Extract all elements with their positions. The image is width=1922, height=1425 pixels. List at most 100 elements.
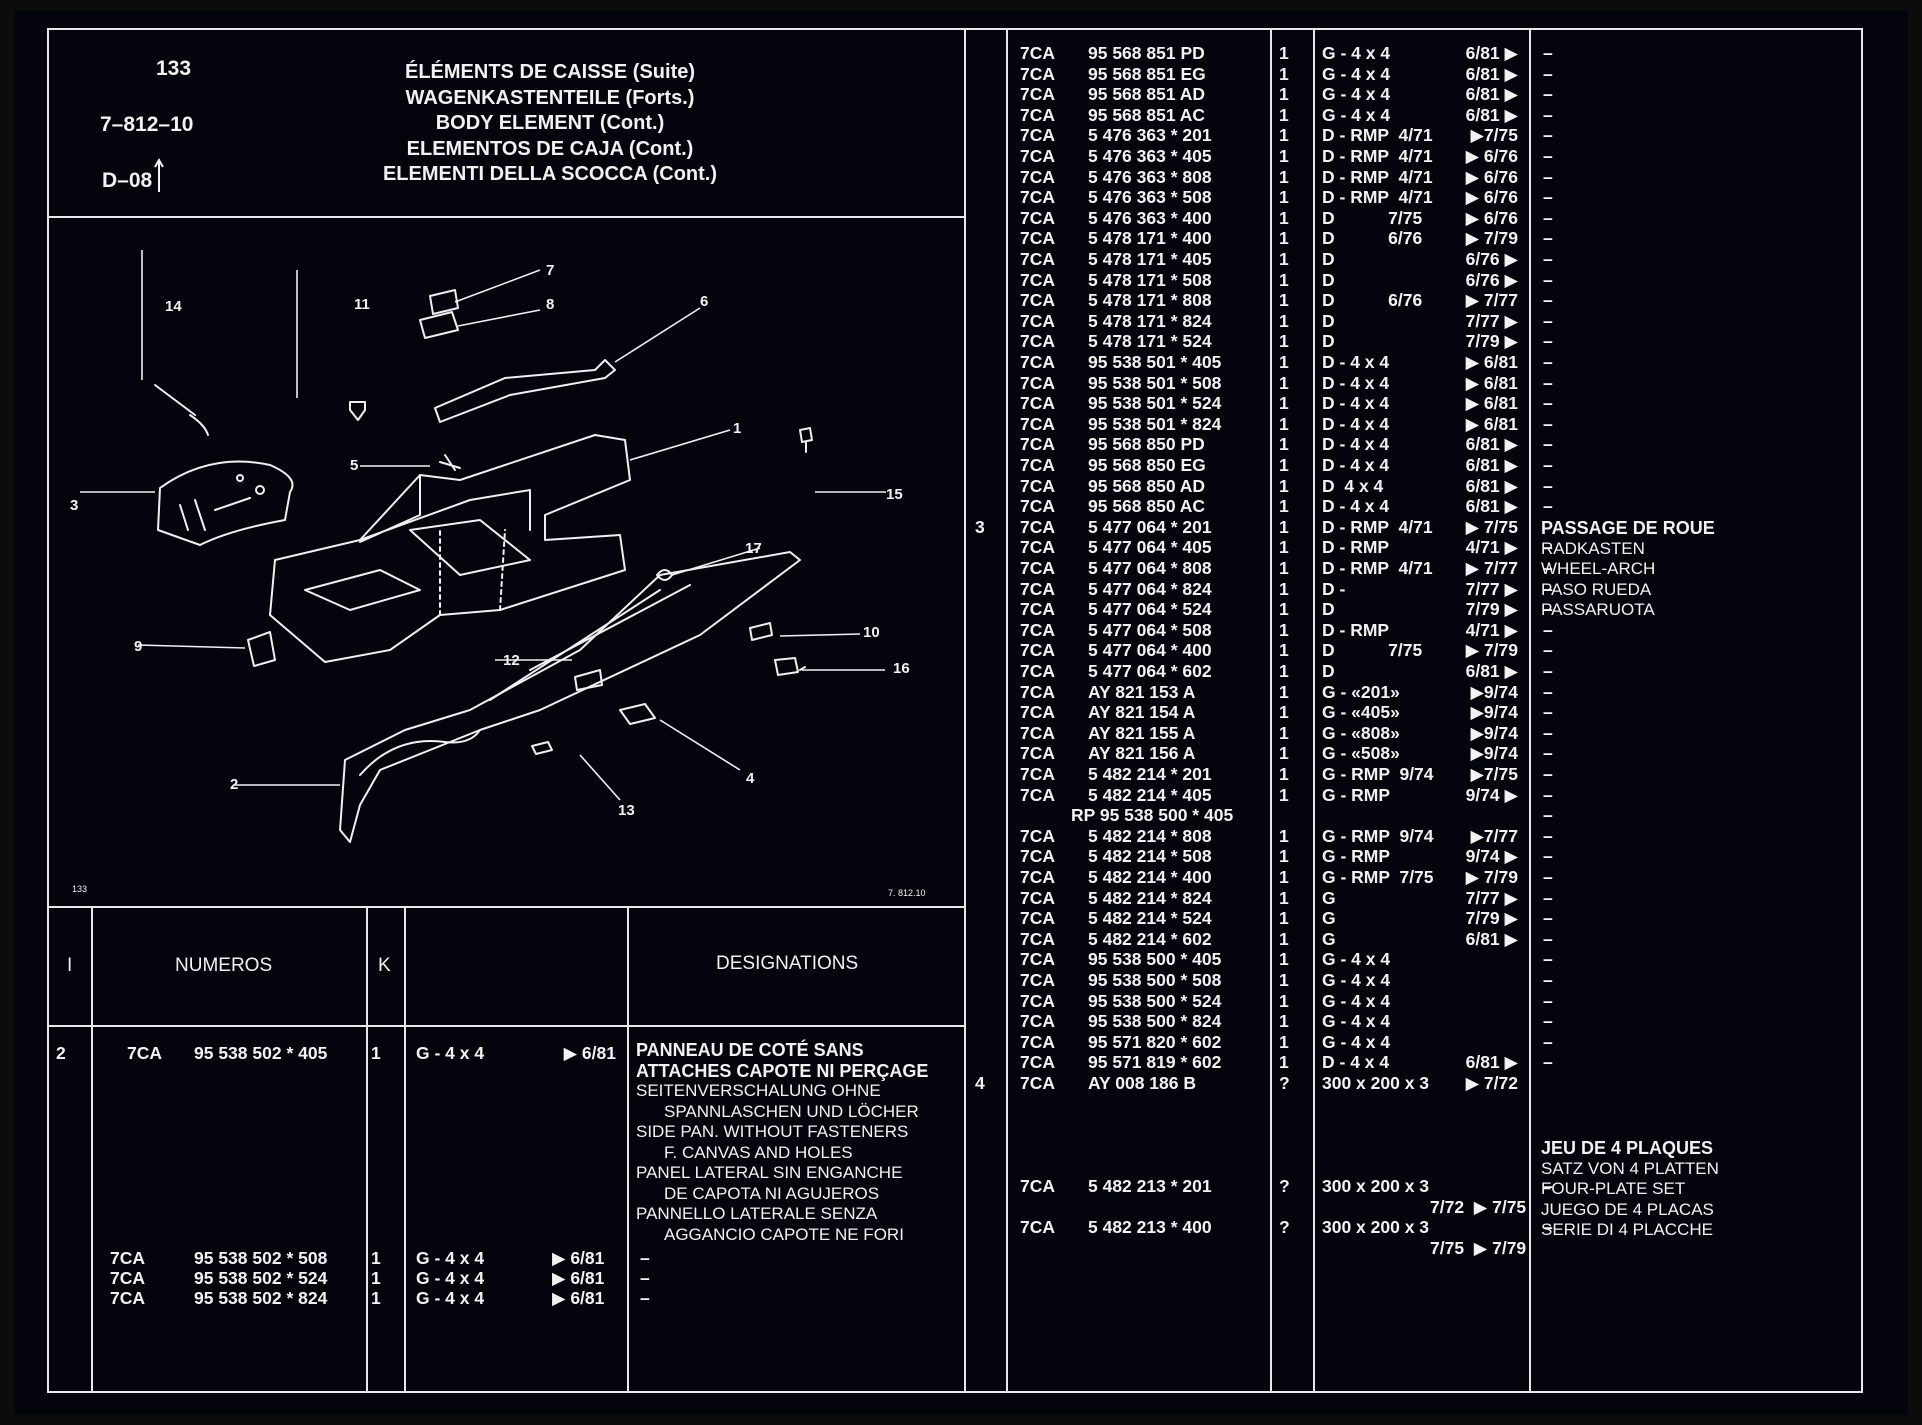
quantity: 1 xyxy=(1279,496,1289,517)
designation-wheel-arch: PASSAGE DE ROUE RADKASTEN WHEEL-ARCH PAS… xyxy=(1541,518,1715,621)
designation-line: SPANNLASCHEN UND LÖCHER xyxy=(664,1101,919,1121)
family-code: 7CA xyxy=(1020,146,1056,166)
part-number: 95 568 851 EG xyxy=(1088,63,1206,84)
variant: G - RMP xyxy=(1322,846,1391,867)
family-code: 7CA xyxy=(1020,207,1056,228)
variant: G - 4 x 4 xyxy=(416,1288,485,1308)
date-range: ▶7/77 xyxy=(1470,825,1518,846)
family-code: 7CA xyxy=(1020,1176,1056,1196)
variant: G - «508» xyxy=(1322,743,1400,764)
date-range: ▶9/74 xyxy=(1470,702,1518,723)
part-number: 5 478 171 * 824 xyxy=(1088,310,1212,331)
part-number: 5 478 171 * 524 xyxy=(1088,331,1212,352)
variant: D - RMP 4/71 xyxy=(1322,125,1433,146)
date-range: 6/81 ▶ xyxy=(1465,661,1518,681)
variant: G - 4 x 4 xyxy=(1322,1011,1391,1032)
family-code: 7CA xyxy=(1020,578,1056,599)
family-code: 7CA xyxy=(1020,764,1056,784)
designation-line: SATZ VON 4 PLATTEN xyxy=(1541,1158,1719,1178)
title-en: BODY ELEMENT (Cont.) xyxy=(435,112,665,134)
note: – xyxy=(1543,43,1553,63)
part-number: 95 568 850 AD xyxy=(1088,475,1206,496)
family-code: 7CA xyxy=(1020,1052,1056,1073)
quantity: 1 xyxy=(1279,146,1289,166)
date-range: ▶ 7/77 xyxy=(1465,290,1518,311)
note: – xyxy=(1543,640,1553,661)
quantity: 1 xyxy=(1279,125,1289,146)
variant: D - 4 x 4 xyxy=(1322,352,1390,372)
date-range: 7/77 ▶ xyxy=(1465,310,1518,331)
variant: D 7/75 xyxy=(1322,640,1423,661)
part-number: 95 538 501 * 405 xyxy=(1088,352,1222,372)
note: – xyxy=(1543,722,1553,743)
part-number: 95 568 850 PD xyxy=(1088,434,1205,455)
part-number: 5 482 213 * 201 xyxy=(1088,1176,1212,1196)
date-range: ▶9/74 xyxy=(1470,722,1518,743)
quantity: 1 xyxy=(1279,578,1289,599)
quantity: 1 xyxy=(1279,249,1289,269)
designation-plate-set: JEU DE 4 PLAQUES SATZ VON 4 PLATTEN FOUR… xyxy=(1541,1138,1719,1241)
date-range: 9/74 ▶ xyxy=(1465,784,1518,805)
callout-13: 13 xyxy=(618,802,635,819)
part-number: 5 482 214 * 808 xyxy=(1088,825,1212,846)
family-code: 7CA xyxy=(1020,1031,1056,1052)
family-code: 7CA xyxy=(110,1288,146,1308)
part-number: 95 571 820 * 602 xyxy=(1088,1031,1222,1052)
family-code: 7CA xyxy=(1020,661,1056,681)
callout-7: 7 xyxy=(546,262,555,279)
family-code: 7CA xyxy=(1020,84,1056,105)
note: – xyxy=(1543,825,1553,846)
note: – xyxy=(1543,661,1553,681)
family-code: 7CA xyxy=(1020,63,1056,84)
family-code: 7CA xyxy=(1020,455,1056,475)
date-range: 6/81 ▶ xyxy=(1465,434,1518,455)
title-fr: ÉLÉMENTS DE CAISSE (Suite) xyxy=(404,61,696,83)
note: – xyxy=(1543,1176,1553,1196)
up-arrow-icon xyxy=(154,157,164,192)
quantity: 1 xyxy=(1279,290,1289,311)
reference-code: 7–812–10 xyxy=(100,113,194,136)
quantity: 1 xyxy=(1279,372,1289,393)
callout-4: 4 xyxy=(746,770,755,787)
diagram-page-marker: 133 xyxy=(72,884,88,894)
note: – xyxy=(1543,393,1553,414)
family-code: 7CA xyxy=(1020,43,1056,63)
date-range: 9/74 ▶ xyxy=(1465,846,1518,867)
divider-left-variant xyxy=(404,906,406,1393)
note: – xyxy=(1543,784,1553,805)
part-number: 5 477 064 * 201 xyxy=(1088,516,1212,537)
title-de: WAGENKASTENTEILE (Forts.) xyxy=(405,86,695,109)
quantity: 1 xyxy=(1279,908,1289,929)
family-code: 7CA xyxy=(110,1268,146,1288)
item-index: 4 xyxy=(975,1073,985,1093)
note: – xyxy=(1543,228,1553,249)
family-code: 7CA xyxy=(1020,290,1056,311)
quantity: 1 xyxy=(1279,413,1289,434)
date-range: ▶ 6/81 xyxy=(1465,352,1518,372)
date-range: ▶ 7/72 xyxy=(1465,1073,1518,1093)
designation-title: JEU DE 4 PLAQUES xyxy=(1541,1138,1714,1158)
family-code: 7CA xyxy=(1020,722,1056,743)
part-number: 5 482 214 * 201 xyxy=(1088,764,1212,784)
callout-9: 9 xyxy=(134,638,143,655)
family-code: 7CA xyxy=(1020,125,1056,146)
part-number: 5 482 214 * 405 xyxy=(1088,784,1212,805)
quantity: 1 xyxy=(1279,310,1289,331)
divider-right-designation xyxy=(1529,28,1531,1393)
quantity: 1 xyxy=(1279,104,1289,125)
variant: D - 4 x 4 xyxy=(1322,496,1390,517)
variant: G - 4 x 4 xyxy=(416,1043,485,1063)
quantity: 1 xyxy=(1279,84,1289,105)
note: – xyxy=(1543,187,1553,208)
family-code: 7CA xyxy=(1020,228,1056,249)
part-number: 95 538 502 * 405 xyxy=(194,1043,328,1063)
quantity: 1 xyxy=(1279,722,1289,743)
designation-title: PASSAGE DE ROUE xyxy=(1541,518,1715,538)
quantity: 1 xyxy=(1279,990,1289,1011)
date-range: 6/81 ▶ xyxy=(1465,1052,1518,1073)
part-number: AY 821 155 A xyxy=(1088,722,1196,743)
quantity: 1 xyxy=(1279,1031,1289,1052)
part-number: 5 477 064 * 808 xyxy=(1088,558,1212,578)
note: – xyxy=(1543,310,1553,331)
family-code: 7CA xyxy=(1020,104,1056,125)
